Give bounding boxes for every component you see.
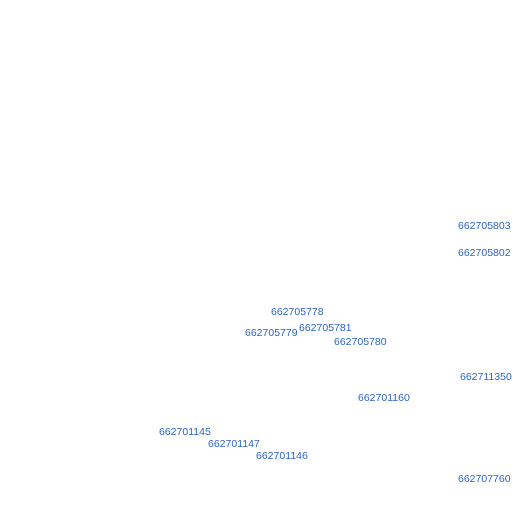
parcel-label: 662705779	[245, 327, 298, 339]
parcel-label: 662701160	[358, 392, 410, 404]
parcel-label: 662711350	[460, 371, 512, 383]
parcel-label: 662701145	[159, 426, 211, 438]
parcel-label: 662705778	[271, 306, 324, 318]
parcel-label: 662705802	[458, 247, 511, 259]
parcel-label: 662707760	[458, 473, 511, 485]
parcel-label: 662705781	[299, 322, 352, 334]
parcel-label: 662705803	[458, 220, 511, 232]
parcel-label: 662701146	[256, 450, 308, 462]
parcel-label: 662701147	[208, 438, 260, 450]
parcel-label: 662705780	[334, 336, 387, 348]
